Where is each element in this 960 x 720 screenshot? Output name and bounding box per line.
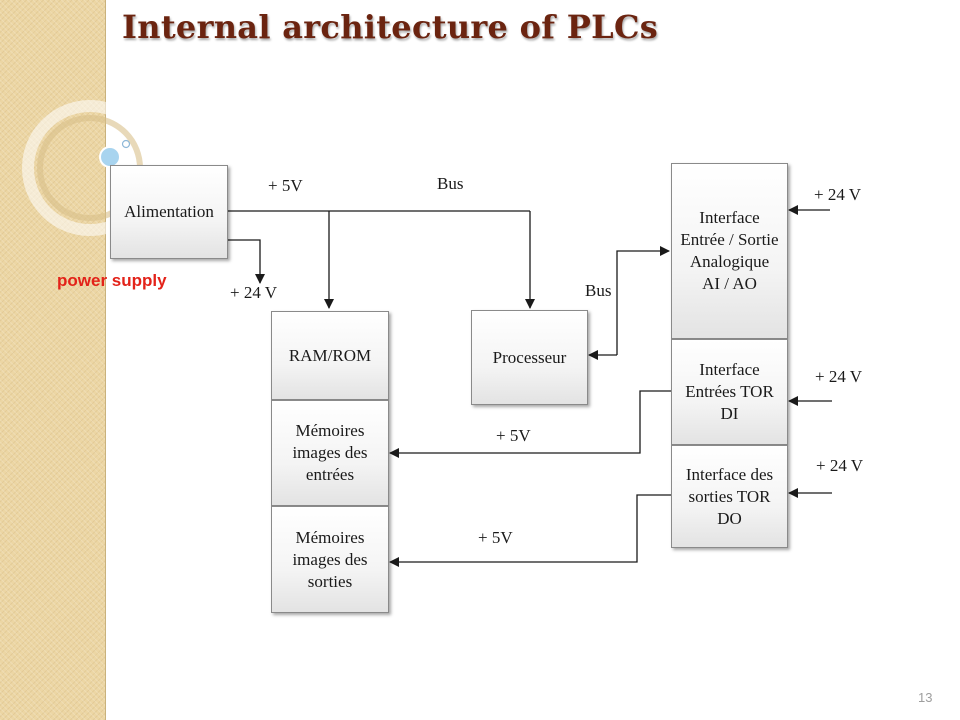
label-plus5v-inputs: + 5V [496, 426, 531, 445]
ram-rom-box: RAM/ROM [271, 311, 389, 400]
arrow-do-to-output-memory [389, 494, 671, 567]
alimentation-box: Alimentation [110, 165, 228, 259]
label-plus5v-outputs: + 5V [478, 528, 513, 547]
arrow-plus24v-supply [228, 239, 265, 284]
output-image-memory-box: Mémoires images des sorties [271, 506, 389, 613]
label-bus-top: Bus [437, 174, 464, 193]
arrow-bus-to-analog-interface [616, 246, 670, 355]
label-plus24v-analog: + 24 V [814, 185, 862, 204]
arrow-di-to-input-memory [389, 390, 671, 458]
label-plus24v-supply: + 24 V [230, 283, 278, 302]
label-plus5v-bus: + 5V [268, 176, 303, 195]
label-plus24v-di: + 24 V [815, 367, 863, 386]
digital-input-interface-box: Interface Entrées TOR DI [671, 339, 788, 445]
slide-title: Internal architecture of PLCs [122, 8, 659, 46]
input-image-memory-box: Mémoires images des entrées [271, 400, 389, 506]
analog-io-interface-box: Interface Entrée / Sortie Analogique AI … [671, 163, 788, 339]
processeur-box: Processeur [471, 310, 588, 405]
label-plus24v-do: + 24 V [816, 456, 864, 475]
label-bus-side: Bus [585, 281, 612, 300]
page-number: 13 [918, 690, 933, 705]
power-supply-annotation: power supply [57, 271, 167, 290]
deco-bubble-small [121, 139, 131, 149]
digital-output-interface-box: Interface des sorties TOR DO [671, 445, 788, 548]
